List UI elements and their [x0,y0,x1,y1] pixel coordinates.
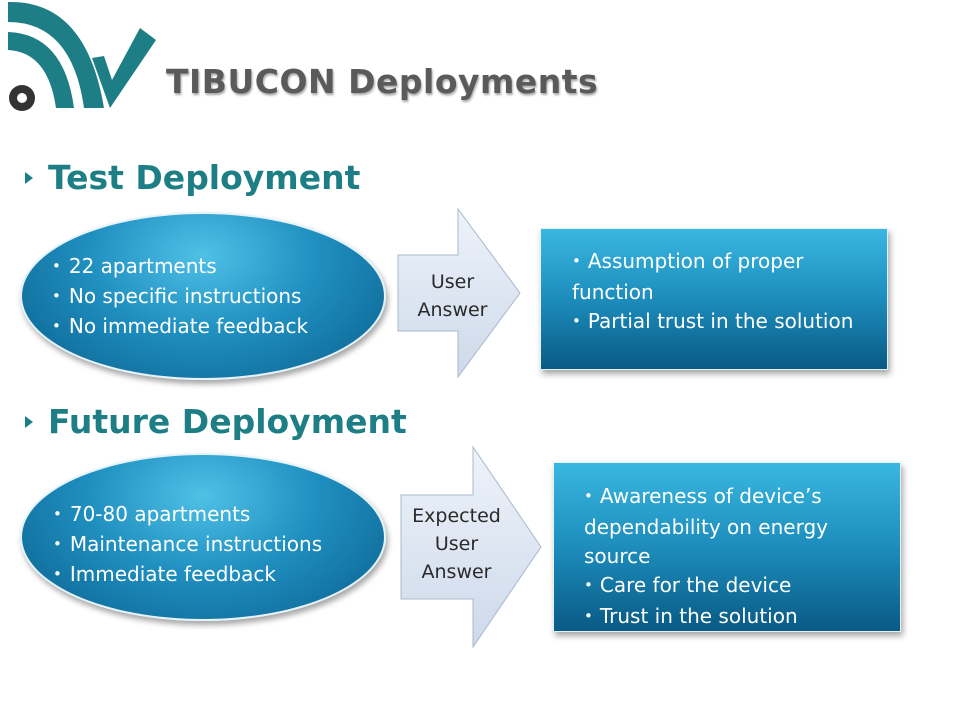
test-result-item: Partial trust in the solution [572,307,877,338]
test-result-item: Assumption of proper function [572,247,877,307]
future-condition-item: Immediate feedback [53,560,322,590]
triangle-bullet-icon [25,171,33,184]
future-condition-item: Maintenance instructions [53,530,322,560]
test-deployment-heading: Test Deployment [22,158,360,197]
tibucon-logo [8,1,156,111]
future-deployment-conditions-ellipse: 70-80 apartments Maintenance instruction… [20,453,386,621]
future-arrow-label-line: User [434,533,479,555]
test-deployment-conditions-list: 22 apartments No specific instructions N… [52,252,308,342]
right-arrow-icon [397,207,521,379]
future-condition-item: 70-80 apartments [53,500,322,530]
page-title: TIBUCON Deployments [166,62,599,101]
test-deployment-heading-label: Test Deployment [48,158,361,197]
logo-signal-arc-outer [8,1,104,108]
future-deployment-conditions-list: 70-80 apartments Maintenance instruction… [53,500,322,590]
future-deployment-arrow: Expected User Answer [395,443,547,653]
test-arrow-label: User Answer [400,268,505,324]
test-condition-item: No specific instructions [52,282,308,312]
future-arrow-label-line: Expected [412,505,501,527]
future-deployment-results-box: Awareness of device’s dependability on e… [553,462,901,632]
test-deployment-arrow: User Answer [390,205,526,381]
future-result-item: Care for the device [584,571,894,602]
triangle-bullet-icon [25,415,33,428]
future-result-item: Awareness of device’s dependability on e… [584,482,894,571]
future-arrow-label-line: Answer [421,561,492,583]
right-arrow-icon [400,445,542,649]
test-condition-item: No immediate feedback [52,312,308,342]
future-result-item: Trust in the solution [584,602,894,633]
future-arrow-label: Expected User Answer [399,502,514,586]
test-condition-item: 22 apartments [52,252,308,282]
logo-signal-arc-inner [8,32,74,108]
logo-v-stroke [92,28,156,108]
future-deployment-heading-label: Future Deployment [48,402,407,441]
test-arrow-label-line: Answer [417,299,488,321]
test-deployment-conditions-ellipse: 22 apartments No specific instructions N… [20,212,386,380]
future-deployment-heading: Future Deployment [22,402,407,441]
test-deployment-results-list: Assumption of proper function Partial tr… [572,247,877,338]
test-arrow-label-line: User [430,271,475,293]
test-deployment-results-box: Assumption of proper function Partial tr… [540,228,888,370]
future-deployment-results-list: Awareness of device’s dependability on e… [584,482,894,633]
